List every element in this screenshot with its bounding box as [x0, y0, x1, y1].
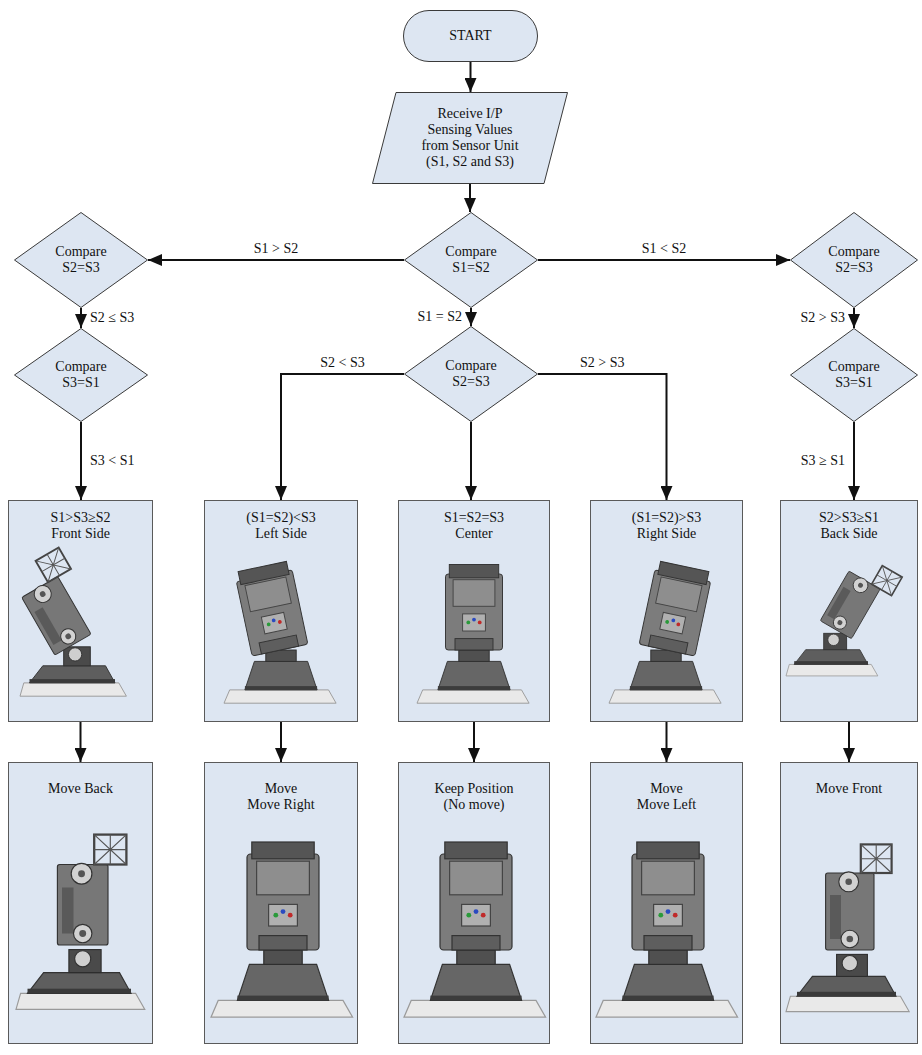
node-text: Move Front	[816, 781, 883, 797]
node-text: Compare S1=S2	[439, 244, 503, 276]
robot-upright-side	[786, 844, 909, 1011]
result-box: (S1=S2)>S3Right Side	[590, 500, 743, 722]
edge-label: S2 < S3	[320, 355, 364, 370]
node-text: (S1=S2)<S3	[246, 510, 315, 526]
edge-label-box: S1 < S2	[640, 241, 688, 257]
edge-label-box: S2 > S3	[799, 310, 847, 326]
node-text: Back Side	[820, 526, 877, 542]
node-text: Move	[650, 781, 683, 797]
node-text: Front Side	[51, 526, 110, 542]
action-box: MoveMove Right	[204, 762, 358, 1044]
flow-arrow	[538, 374, 667, 500]
decision-diamond: Compare S3=S1	[14, 328, 148, 422]
robot-upright-front	[211, 842, 353, 1017]
decision-diamond: Compare S3=S1	[790, 328, 918, 422]
input-parallelogram: Receive I/P Sensing Values from Sensor U…	[372, 92, 568, 184]
result-box: S2>S3≥S1Back Side	[780, 500, 918, 722]
node-text: Move Right	[247, 797, 314, 813]
flow-arrow	[848, 722, 850, 762]
node-text: Left Side	[255, 526, 307, 542]
edge-label: S1 > S2	[254, 241, 298, 256]
robot-upright-side	[16, 835, 145, 1010]
node-text: Compare S2=S3	[822, 244, 886, 276]
flow-arrow	[148, 259, 404, 261]
flow-arrow	[280, 722, 282, 762]
edge-label-box: S1 = S2	[416, 309, 464, 325]
node-text: Move	[265, 781, 298, 797]
flow-arrow	[80, 422, 82, 500]
robot-right-tilt	[609, 561, 721, 704]
edge-label: S1 < S2	[642, 241, 686, 256]
node-text: Right Side	[637, 526, 697, 542]
flow-arrow	[470, 422, 472, 500]
decision-diamond: Compare S2=S3	[404, 326, 538, 422]
edge-label-box: S3 ≥ S1	[799, 453, 847, 469]
node-text: S1>S3≥S2	[51, 510, 111, 526]
node-text: S1=S2=S3	[444, 510, 504, 526]
flow-arrow	[470, 62, 472, 92]
node-text: Compare S2=S3	[439, 358, 503, 390]
robot-upright-front	[404, 842, 546, 1017]
edge-label-box: S3 < S1	[88, 453, 136, 469]
result-box: S1>S3≥S2Front Side	[8, 500, 153, 722]
node-text: START	[449, 28, 491, 44]
flow-arrow	[853, 422, 855, 500]
edge-label-box: S1 > S2	[252, 241, 300, 257]
result-box: (S1=S2)<S3Left Side	[204, 500, 358, 722]
edge-label: S1 = S2	[418, 309, 462, 324]
edge-label: S3 ≥ S1	[801, 453, 845, 468]
node-text: Move Back	[48, 781, 113, 797]
edge-label: S3 < S1	[90, 453, 134, 468]
edge-label: S2 ≤ S3	[90, 310, 134, 325]
flow-arrow	[469, 184, 471, 212]
flow-arrow	[281, 374, 404, 500]
node-text: Compare S2=S3	[49, 244, 113, 276]
node-text: Keep Position (No move)	[426, 781, 522, 813]
node-text: Center	[455, 526, 492, 542]
robot-left-tilt	[224, 561, 336, 704]
edge-label: S2 > S3	[801, 310, 845, 325]
flow-arrow	[80, 722, 82, 762]
node-text: Receive I/P Sensing Values from Sensor U…	[414, 106, 526, 170]
edge-label-box: S2 < S3	[318, 355, 366, 371]
flow-arrow	[853, 308, 855, 328]
robot-front-tilt	[9, 548, 126, 697]
flow-arrow	[666, 722, 668, 762]
node-text: Move Left	[637, 797, 696, 813]
action-box: Move Front	[780, 762, 918, 1044]
edge-label: S2 > S3	[580, 355, 624, 370]
action-box: MoveMove Left	[590, 762, 743, 1044]
robot-upright-front	[596, 842, 738, 1017]
node-text: S2>S3≥S1	[819, 510, 879, 526]
flow-arrow	[538, 259, 790, 261]
flow-arrow	[80, 308, 82, 328]
decision-diamond: Compare S2=S3	[14, 212, 148, 308]
flow-arrow	[473, 722, 475, 762]
robot-back-tilt	[786, 553, 902, 676]
result-box: S1=S2=S3Center	[398, 500, 550, 722]
robot-center	[417, 565, 529, 704]
edge-label-box: S2 > S3	[578, 355, 626, 371]
edge-label-box: S2 ≤ S3	[88, 310, 136, 326]
action-box: Keep Position (No move)	[398, 762, 550, 1044]
flow-arrow	[470, 308, 472, 326]
node-text: (S1=S2)>S3	[632, 510, 701, 526]
decision-diamond: Compare S2=S3	[790, 212, 918, 308]
action-box: Move Back	[8, 762, 153, 1044]
start-terminal: START	[403, 10, 538, 62]
decision-diamond: Compare S1=S2	[404, 212, 538, 308]
node-text: Compare S3=S1	[49, 359, 113, 391]
node-text: Compare S3=S1	[822, 359, 886, 391]
